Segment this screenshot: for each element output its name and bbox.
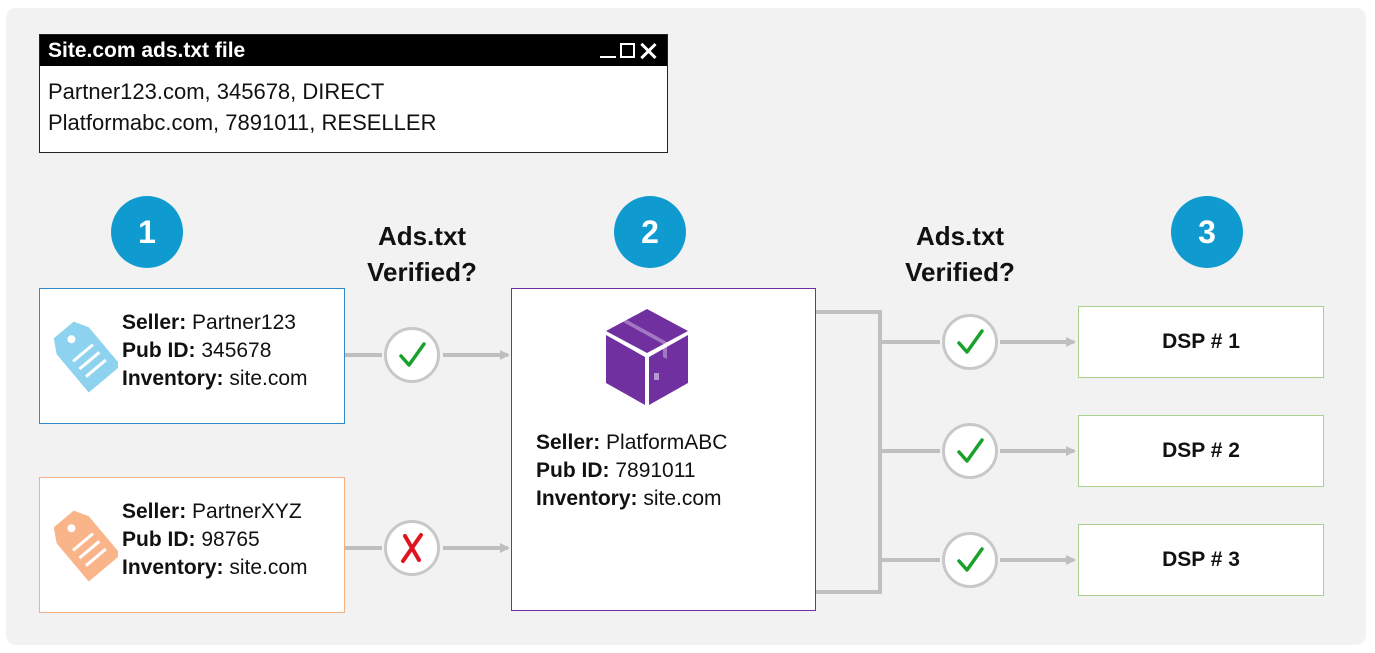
check-icon	[957, 329, 984, 354]
platform-card: Seller: PlatformABC Pub ID: 7891011 Inve…	[511, 288, 816, 611]
verified-label-left-line2: Verified?	[367, 257, 477, 287]
seller1-inventory-label: Inventory:	[122, 367, 224, 390]
seller1-pubid-label: Pub ID:	[122, 339, 196, 362]
verified-label-left: Ads.txt Verified?	[322, 218, 522, 290]
seller-card-partner123: Seller: Partner123 Pub ID: 345678 Invent…	[39, 288, 345, 424]
maximize-icon[interactable]	[620, 43, 635, 58]
seller-card-partnerxyz: Seller: PartnerXYZ Pub ID: 98765 Invento…	[39, 477, 345, 613]
check-icon	[957, 438, 984, 463]
cross-icon	[401, 533, 423, 563]
dsp-box-2: DSP # 2	[1078, 415, 1324, 487]
step-1-badge: 1	[111, 196, 183, 268]
window-title: Site.com ads.txt file	[48, 39, 246, 62]
seller2-inventory-label: Inventory:	[122, 556, 224, 579]
seller1-pubid-value: 345678	[201, 339, 272, 362]
platform-inventory-value: site.com	[643, 487, 722, 510]
window-body: Partner123.com, 345678, DIRECT Platforma…	[40, 66, 667, 138]
platform-bracket	[816, 310, 882, 594]
minimize-icon[interactable]	[600, 41, 616, 61]
platform-pubid-row: Pub ID: 7891011	[536, 457, 727, 485]
price-tag-icon	[53, 510, 118, 582]
platform-seller-row: Seller: PlatformABC	[536, 429, 727, 457]
verified-label-right: Ads.txt Verified?	[860, 218, 1060, 290]
platform-inventory-label: Inventory:	[536, 487, 638, 510]
verified-check-dsp1	[942, 314, 998, 370]
seller1-pubid-row: Pub ID: 345678	[122, 337, 308, 365]
seller1-seller-label: Seller:	[122, 311, 187, 334]
price-tag-icon	[53, 321, 118, 393]
seller2-inventory-row: Inventory: site.com	[122, 554, 308, 582]
verified-check-seller1	[384, 327, 440, 383]
seller2-inventory-value: site.com	[229, 556, 308, 579]
verified-check-dsp2	[942, 423, 998, 479]
platform-details: Seller: PlatformABC Pub ID: 7891011 Inve…	[536, 429, 727, 513]
seller2-pubid-row: Pub ID: 98765	[122, 526, 308, 554]
seller2-pubid-value: 98765	[201, 528, 260, 551]
seller2-seller-value: PartnerXYZ	[192, 500, 302, 523]
window-title-bar: Site.com ads.txt file	[40, 35, 667, 66]
seller1-seller-value: Partner123	[192, 311, 296, 334]
close-icon[interactable]	[639, 42, 657, 60]
step-3-badge: 3	[1171, 196, 1243, 268]
dsp-box-3: DSP # 3	[1078, 524, 1324, 596]
adstxt-line-2: Platformabc.com, 7891011, RESELLER	[48, 110, 437, 135]
seller1-inventory-row: Inventory: site.com	[122, 365, 308, 393]
seller1-seller-row: Seller: Partner123	[122, 309, 308, 337]
dsp-box-1: DSP # 1	[1078, 306, 1324, 378]
package-box-icon	[606, 309, 688, 405]
window-controls	[600, 35, 657, 66]
seller2-details: Seller: PartnerXYZ Pub ID: 98765 Invento…	[122, 498, 308, 582]
verified-label-right-line1: Ads.txt	[915, 221, 1005, 251]
verified-label-left-line1: Ads.txt	[377, 221, 467, 251]
seller2-pubid-label: Pub ID:	[122, 528, 196, 551]
step-2-badge: 2	[614, 196, 686, 268]
platform-pubid-label: Pub ID:	[536, 459, 610, 482]
seller1-details: Seller: Partner123 Pub ID: 345678 Invent…	[122, 309, 308, 393]
check-icon	[399, 342, 426, 367]
verified-check-dsp3	[942, 532, 998, 588]
verified-label-right-line2: Verified?	[905, 257, 1015, 287]
adstxt-window: Site.com ads.txt file Partner123.com, 34…	[39, 34, 668, 153]
platform-seller-value: PlatformABC	[606, 431, 728, 454]
seller2-seller-label: Seller:	[122, 500, 187, 523]
seller1-inventory-value: site.com	[229, 367, 308, 390]
platform-inventory-row: Inventory: site.com	[536, 485, 727, 513]
platform-seller-label: Seller:	[536, 431, 601, 454]
check-icon	[957, 547, 984, 572]
verified-cross-seller2	[384, 520, 440, 576]
adstxt-line-1: Partner123.com, 345678, DIRECT	[48, 79, 385, 104]
seller2-seller-row: Seller: PartnerXYZ	[122, 498, 308, 526]
platform-pubid-value: 7891011	[615, 459, 696, 482]
